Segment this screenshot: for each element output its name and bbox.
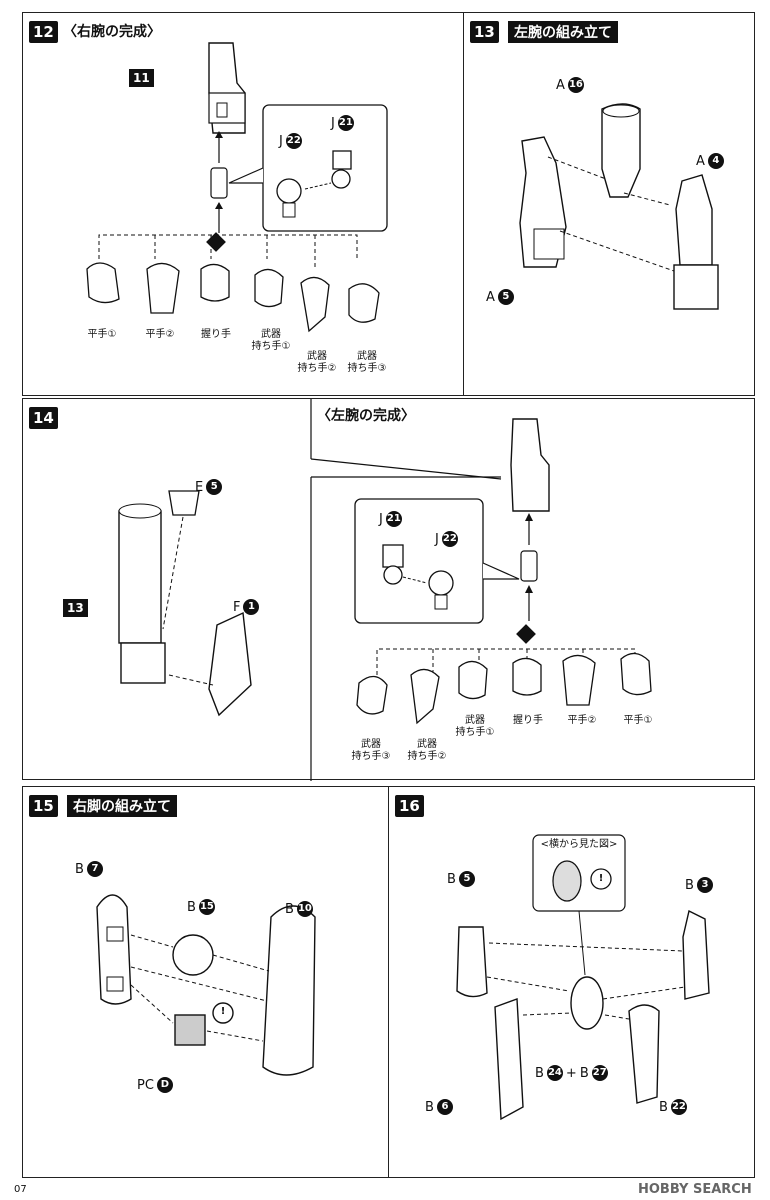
part-13-label: 13 [63, 599, 88, 617]
hand-label: 平手① [623, 715, 653, 726]
hand-label: 平手① [87, 329, 117, 340]
part-number-badge: 22 [441, 531, 458, 547]
hand-label: 武器 持ち手③ [351, 739, 391, 762]
part-number-badge: 21 [337, 115, 354, 131]
part-letter: E [195, 479, 204, 495]
hand-label: 握り手 [201, 329, 231, 340]
part-number-badge: 24 [546, 1065, 563, 1081]
part-letter: J [279, 133, 283, 149]
part-number-badge: 16 [567, 77, 584, 93]
step-12-title: 〈右腕の完成〉 [63, 24, 161, 40]
step-14-number: 14 [29, 407, 58, 429]
part-letter: A [486, 289, 495, 305]
part-letter: B [285, 901, 294, 917]
part-number-badge: 3 [696, 877, 713, 893]
page-number: 07 [14, 1184, 27, 1195]
step-13-number: 13 [470, 21, 499, 43]
hand-label: 武器 持ち手③ [347, 351, 387, 374]
step-15-diagram [96, 894, 316, 1076]
step-15-number: 15 [29, 795, 58, 817]
part-letter: B [579, 1065, 589, 1081]
part-letter: F [233, 599, 241, 615]
part-number-badge: 27 [591, 1065, 608, 1081]
part-11-label: 11 [129, 69, 154, 87]
part-number-badge: 15 [198, 899, 215, 915]
part-number-badge: 7 [86, 861, 103, 877]
side-view-caption: <横から見た図> [540, 839, 618, 850]
part-letter: A [556, 77, 565, 93]
step-16-diagram [456, 834, 710, 1121]
hand-label: 武器 持ち手② [407, 739, 447, 762]
part-number-badge: 22 [670, 1099, 687, 1115]
part-letter: B [187, 899, 196, 915]
part-letter: J [379, 511, 383, 527]
part-letter: B [75, 861, 84, 877]
part-number-badge: 22 [285, 133, 302, 149]
hand-label: 平手② [567, 715, 597, 726]
part-number-badge: D [156, 1077, 173, 1093]
part-number-badge: 5 [206, 479, 223, 495]
step-14-diagram [118, 399, 652, 781]
caution-icon: ! [220, 1006, 226, 1017]
part-letter: B [685, 877, 694, 893]
step-13-diagram [519, 103, 719, 310]
part-number-badge: 5 [497, 289, 514, 305]
part-letter: PC [137, 1077, 154, 1093]
step-15-title: 右脚の組み立て [67, 795, 177, 817]
part-letter: B [425, 1099, 434, 1115]
step-12-number: 12 [29, 21, 58, 43]
step-13-title: 左腕の組み立て [508, 21, 618, 43]
hand-label: 武器 持ち手② [297, 351, 337, 374]
part-letter: B [535, 1065, 544, 1081]
step-16-number: 16 [395, 795, 424, 817]
part-number-badge: 4 [707, 153, 724, 169]
step-12-diagram [86, 42, 388, 333]
watermark: HOBBY SEARCH [638, 1182, 752, 1197]
hand-label: 平手② [145, 329, 175, 340]
part-letter: J [331, 115, 335, 131]
part-letter: A [696, 153, 705, 169]
part-number-badge: 6 [436, 1099, 453, 1115]
plus-sign: + [565, 1065, 577, 1081]
part-number-badge: 10 [296, 901, 313, 917]
part-number-badge: 5 [458, 871, 475, 887]
hand-label: 握り手 [513, 715, 543, 726]
part-letter: B [447, 871, 456, 887]
part-number-badge: 1 [243, 599, 260, 615]
part-number-badge: 21 [385, 511, 402, 527]
caution-icon: ! [598, 873, 604, 884]
part-letter: J [435, 531, 439, 547]
hand-label: 武器 持ち手① [455, 715, 495, 738]
hand-label: 武器 持ち手① [251, 329, 291, 352]
left-arm-complete-title: 〈左腕の完成〉 [317, 408, 415, 424]
part-letter: B [659, 1099, 668, 1115]
